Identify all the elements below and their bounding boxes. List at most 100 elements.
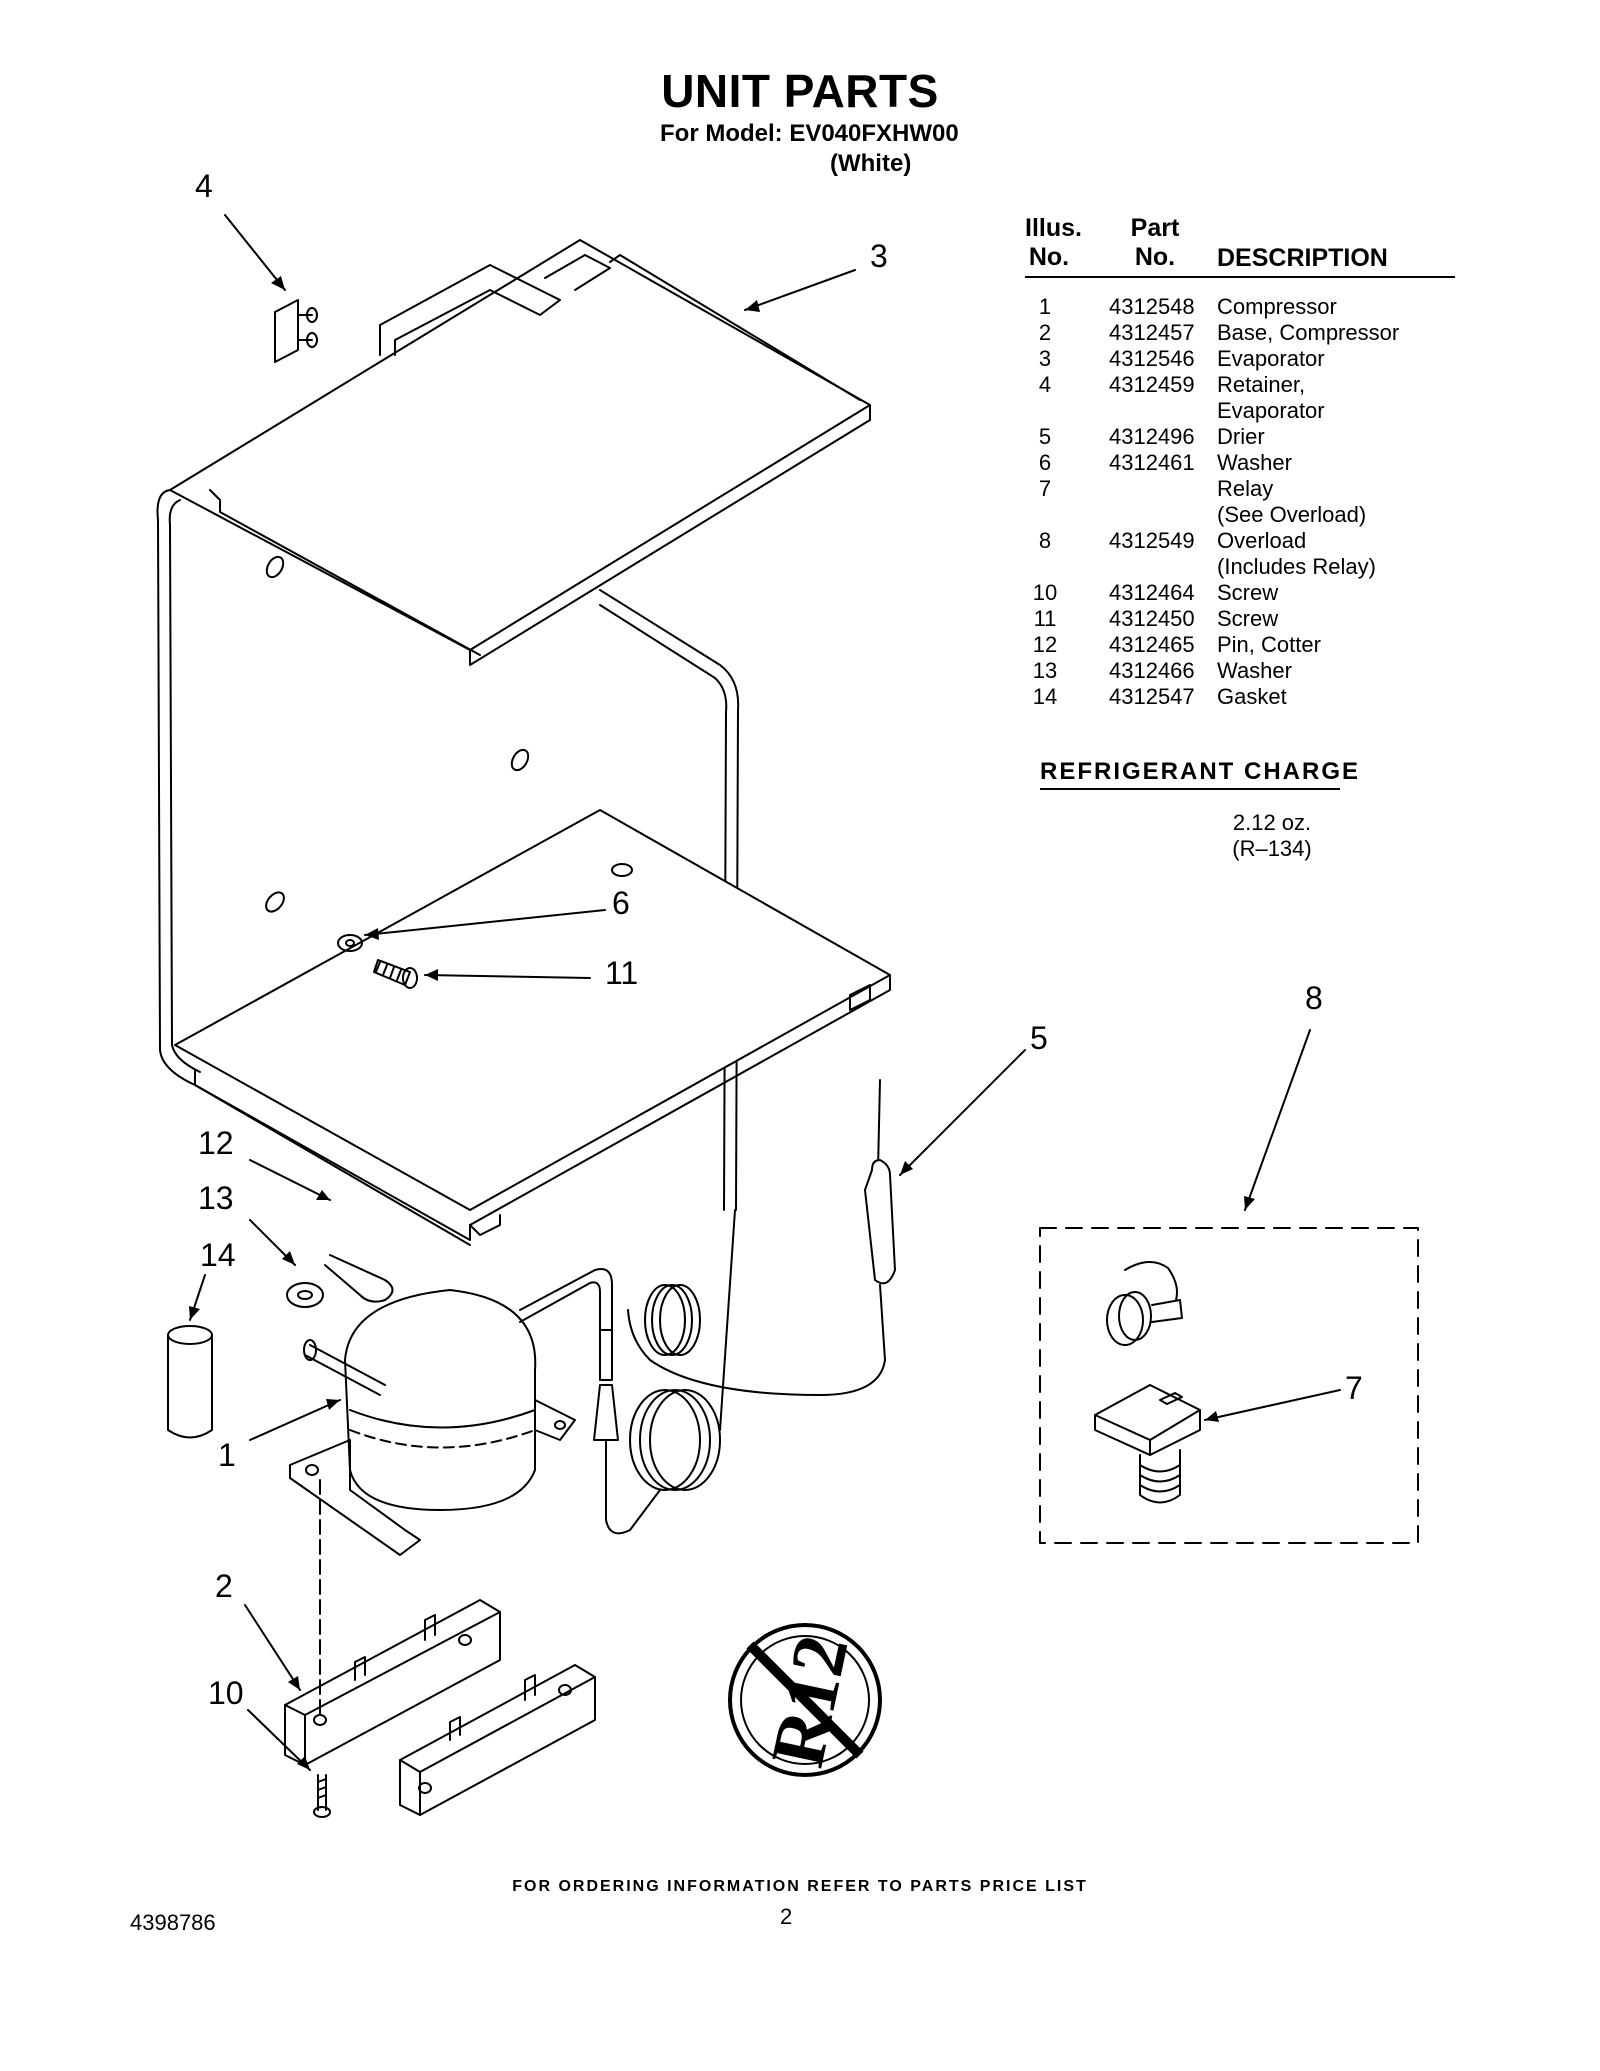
table-row: 5 4312496 Drier bbox=[1025, 424, 1455, 450]
description: Washer bbox=[1217, 450, 1292, 475]
header-illus-line2: No. bbox=[1028, 243, 1070, 271]
illus-no: 10 bbox=[1032, 580, 1058, 605]
retainer-drawing bbox=[274, 299, 318, 363]
illus-no: 7 bbox=[1038, 476, 1052, 501]
washer-drawing bbox=[337, 934, 363, 952]
callout-12: 12 bbox=[198, 1125, 234, 1161]
part-no: 4312450 bbox=[1109, 606, 1195, 631]
table-row: 12 4312465 Pin, Cotter bbox=[1025, 632, 1455, 658]
leader-lines bbox=[189, 214, 1341, 1771]
page-number: 2 bbox=[780, 1904, 793, 1929]
header-description: DESCRIPTION bbox=[1217, 244, 1388, 272]
part-no: 4312548 bbox=[1109, 294, 1195, 319]
table-row: 13 4312466 Washer bbox=[1025, 658, 1455, 684]
illus-no: 4 bbox=[1038, 372, 1052, 397]
callout-4: 4 bbox=[195, 168, 213, 204]
illus-no: 5 bbox=[1038, 424, 1052, 449]
refrigerant-type: (R–134) bbox=[1232, 836, 1312, 861]
page-title: UNIT PARTS bbox=[661, 65, 939, 117]
washer-13-drawing bbox=[286, 1282, 324, 1308]
description: Overload (Includes Relay) bbox=[1217, 528, 1376, 579]
description: Drier bbox=[1217, 424, 1265, 449]
description: Evaporator bbox=[1217, 346, 1325, 371]
screw-10-drawing bbox=[313, 1774, 331, 1818]
header-rule bbox=[1025, 276, 1455, 278]
refrigerant-charge-rule bbox=[1040, 788, 1340, 790]
description: Relay (See Overload) bbox=[1217, 476, 1367, 527]
illus-no: 13 bbox=[1032, 658, 1058, 683]
callout-6: 6 bbox=[612, 885, 630, 921]
description: Washer bbox=[1217, 658, 1292, 683]
color-line: (White) bbox=[830, 150, 912, 177]
ordering-note: FOR ORDERING INFORMATION REFER TO PARTS … bbox=[512, 1878, 1088, 1895]
table-row: 10 4312464 Screw bbox=[1025, 580, 1455, 606]
table-row: 2 4312457 Base, Compressor bbox=[1025, 320, 1455, 346]
callout-7: 7 bbox=[1345, 1370, 1363, 1406]
table-row: 11 4312450 Screw bbox=[1025, 606, 1455, 632]
part-no: 4312547 bbox=[1109, 684, 1195, 709]
callout-8: 8 bbox=[1305, 980, 1323, 1016]
model-line: For Model: EV040FXHW00 bbox=[660, 120, 959, 147]
header-part: Part No. bbox=[1125, 214, 1185, 272]
header-illus: Illus. No. bbox=[1025, 214, 1082, 272]
part-no: 4312464 bbox=[1109, 580, 1195, 605]
part-no: 4312549 bbox=[1109, 528, 1195, 553]
illus-no: 14 bbox=[1032, 684, 1058, 709]
document-number: 4398786 bbox=[130, 1910, 216, 1935]
gasket-drawing bbox=[167, 1325, 213, 1439]
drier-drawing bbox=[627, 1079, 896, 1396]
cotter-pin-drawing bbox=[324, 1254, 394, 1303]
compressor-base-drawing bbox=[284, 1599, 596, 1816]
overload-drawing bbox=[1106, 1261, 1183, 1346]
description: Gasket bbox=[1217, 684, 1287, 709]
header-part-line1: Part bbox=[1130, 214, 1180, 242]
description: Screw bbox=[1217, 606, 1279, 631]
callout-1: 1 bbox=[218, 1437, 236, 1473]
illus-no: 1 bbox=[1038, 294, 1052, 319]
callout-5: 5 bbox=[1030, 1020, 1048, 1056]
table-row: 1 4312548 Compressor bbox=[1025, 294, 1455, 320]
callout-3: 3 bbox=[870, 238, 888, 274]
table-row: 8 4312549 Overload (Includes Relay) bbox=[1025, 528, 1455, 580]
callout-14: 14 bbox=[200, 1237, 236, 1273]
callout-10: 10 bbox=[208, 1675, 244, 1711]
table-row: 14 4312547 Gasket bbox=[1025, 684, 1455, 710]
part-no: 4312496 bbox=[1109, 424, 1195, 449]
header-part-line2: No. bbox=[1134, 243, 1176, 271]
part-no: 4312465 bbox=[1109, 632, 1195, 657]
callout-13: 13 bbox=[198, 1180, 234, 1216]
table-row: 3 4312546 Evaporator bbox=[1025, 346, 1455, 372]
description: Pin, Cotter bbox=[1217, 632, 1321, 657]
illus-no: 8 bbox=[1038, 528, 1052, 553]
leader-arrowheads bbox=[189, 276, 1255, 1770]
header-illus-line1: Illus. bbox=[1025, 214, 1082, 242]
no-r12-badge: R12 bbox=[728, 1623, 882, 1777]
screw-drawing bbox=[373, 959, 418, 989]
illus-no: 2 bbox=[1038, 320, 1052, 345]
evaporator-drawing bbox=[156, 239, 891, 1246]
part-no: 4312466 bbox=[1109, 658, 1195, 683]
overload-relay-group-box bbox=[1039, 1227, 1419, 1544]
illus-no: 6 bbox=[1038, 450, 1052, 475]
part-no: 4312457 bbox=[1109, 320, 1195, 345]
callout-2: 2 bbox=[215, 1568, 233, 1604]
refrigerant-amount: 2.12 oz. bbox=[1232, 810, 1312, 835]
description: Retainer, Evaporator bbox=[1217, 372, 1325, 423]
illus-no: 12 bbox=[1032, 632, 1058, 657]
part-no: 4312459 bbox=[1109, 372, 1195, 397]
refrigerant-charge-title: REFRIGERANT CHARGE bbox=[1040, 758, 1361, 785]
relay-drawing bbox=[1094, 1384, 1201, 1504]
description: Screw bbox=[1217, 580, 1279, 605]
illus-no: 11 bbox=[1033, 606, 1057, 631]
table-row: 7 Relay (See Overload) bbox=[1025, 476, 1455, 528]
description: Base, Compressor bbox=[1217, 320, 1400, 345]
table-row: 4 4312459 Retainer, Evaporator bbox=[1025, 372, 1455, 424]
part-no: 4312546 bbox=[1109, 346, 1195, 371]
callout-11: 11 bbox=[605, 955, 639, 991]
description: Compressor bbox=[1217, 294, 1337, 319]
illus-no: 3 bbox=[1038, 346, 1052, 371]
compressor-drawing bbox=[289, 1209, 736, 1556]
